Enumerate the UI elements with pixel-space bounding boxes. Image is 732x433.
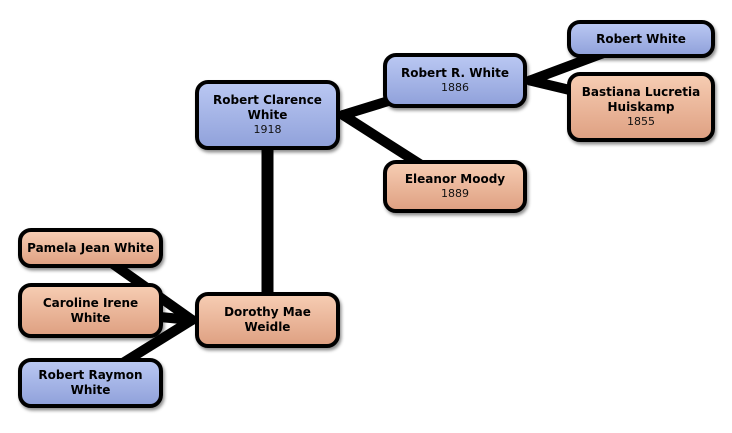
person-name: Robert White bbox=[596, 31, 686, 46]
person-name: Robert R. White bbox=[400, 66, 509, 80]
birth-year: 1886 bbox=[441, 81, 469, 94]
person-name: Robert Clarence bbox=[213, 93, 322, 107]
person-name: White bbox=[247, 108, 288, 122]
birth-year: 1889 bbox=[441, 187, 469, 200]
birth-year: 1918 bbox=[253, 123, 282, 136]
birth-year: 1855 bbox=[627, 115, 655, 128]
person-name: White bbox=[70, 310, 111, 325]
person-name: Dorothy Mae bbox=[224, 305, 311, 319]
person-name: Huiskamp bbox=[607, 100, 675, 114]
person-name: Pamela Jean White bbox=[27, 240, 154, 255]
person-name: Caroline Irene bbox=[42, 295, 139, 310]
person-name: White bbox=[70, 383, 111, 397]
person-name: Eleanor Moody bbox=[404, 172, 506, 186]
person-node-pamela-jean-white[interactable]: Pamela Jean White bbox=[18, 228, 163, 268]
person-name: Robert Raymon bbox=[38, 368, 143, 382]
person-name: Weidle bbox=[244, 320, 291, 334]
person-node-robert-white[interactable]: Robert White bbox=[567, 20, 715, 58]
person-name: Bastiana Lucretia bbox=[581, 85, 701, 99]
